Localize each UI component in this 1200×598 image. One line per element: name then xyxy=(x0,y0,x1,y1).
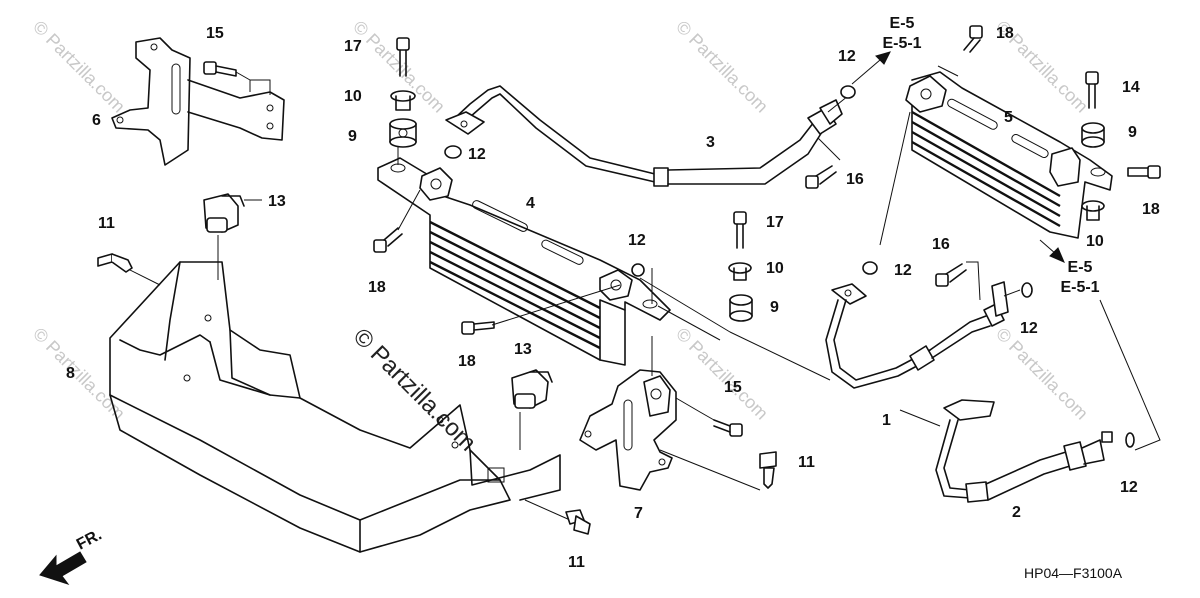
section-ref-right-sub: E-5-1 xyxy=(1060,279,1099,296)
callout-2: 2 xyxy=(1012,504,1021,521)
washer-12-pipe1-right xyxy=(1021,282,1033,298)
callout-18: 18 xyxy=(458,353,476,370)
section-ref-right: E-5 xyxy=(1068,259,1093,276)
leader-lines xyxy=(639,277,1161,451)
bolt-15-top xyxy=(203,61,271,95)
watermark: © Partzilla.com xyxy=(29,17,129,117)
part-6-bracket xyxy=(111,37,285,166)
mount-stack-right xyxy=(1081,71,1105,221)
watermark: © Partzilla.com xyxy=(672,324,772,424)
part-3-oil-pipe xyxy=(445,85,849,187)
washer-12-bottom-right xyxy=(1125,432,1135,448)
part-4-oil-cooler xyxy=(377,145,671,366)
bolt-18-cooler-bottom xyxy=(461,321,495,335)
callout-9: 9 xyxy=(1128,124,1137,141)
callout-11: 11 xyxy=(798,454,815,471)
callout-9: 9 xyxy=(348,128,357,145)
callout-15: 15 xyxy=(206,25,224,42)
callout-layer: 15 6 13 11 8 17 10 9 12 3 4 18 18 13 12 … xyxy=(66,25,1160,571)
ref-arrow-right xyxy=(1039,239,1065,263)
bolt-16-top xyxy=(805,165,837,189)
part-5-oil-cooler xyxy=(879,65,1113,246)
ref-arrow-top xyxy=(851,51,891,85)
bolt-18-cooler-left xyxy=(373,227,403,253)
mount-stack-left xyxy=(389,37,417,148)
watermark-center: © Partzilla.com xyxy=(348,323,481,456)
clip-13-bottom xyxy=(511,369,553,409)
callout-12: 12 xyxy=(1020,320,1038,337)
callout-10: 10 xyxy=(344,88,362,105)
bolt-16-right xyxy=(935,261,981,301)
callout-13: 13 xyxy=(268,193,286,210)
callout-12: 12 xyxy=(468,146,486,163)
callout-1: 1 xyxy=(882,412,891,429)
callout-9: 9 xyxy=(770,299,779,316)
clip-11-left xyxy=(97,253,133,273)
callout-16: 16 xyxy=(932,236,950,253)
clip-13-top xyxy=(203,193,262,233)
watermark: © Partzilla.com xyxy=(992,324,1092,424)
callout-11: 11 xyxy=(568,554,585,571)
part-2-oil-hose xyxy=(935,399,1113,503)
callout-17: 17 xyxy=(766,214,784,231)
clip-11-center xyxy=(759,451,777,489)
callout-15: 15 xyxy=(724,379,742,396)
clip-11-bottom xyxy=(565,509,591,535)
callout-18: 18 xyxy=(1142,201,1160,218)
bolt-18-top-right xyxy=(963,25,983,53)
callout-7: 7 xyxy=(634,505,643,522)
callout-12: 12 xyxy=(838,48,856,65)
callout-11: 11 xyxy=(98,215,115,232)
section-ref-top-sub: E-5-1 xyxy=(882,35,921,52)
callout-14: 14 xyxy=(1122,79,1140,96)
front-label: FR. xyxy=(74,526,105,553)
callout-12: 12 xyxy=(628,232,646,249)
callout-13: 13 xyxy=(514,341,532,358)
washer-12-center xyxy=(631,263,645,277)
callout-18: 18 xyxy=(368,279,386,296)
callout-12: 12 xyxy=(894,262,912,279)
watermark: © Partzilla.com xyxy=(672,17,772,117)
section-ref-top: E-5 xyxy=(890,15,915,32)
washer-12-pipe xyxy=(444,145,462,159)
callout-4: 4 xyxy=(526,195,535,212)
callout-8: 8 xyxy=(66,365,75,382)
drawing-code: HP04—F3100A xyxy=(1024,565,1123,581)
washer-12-pipe1-left xyxy=(862,261,878,275)
front-direction-arrow-icon: FR. xyxy=(39,526,105,585)
callout-17: 17 xyxy=(344,38,362,55)
mount-stack-center xyxy=(728,211,753,322)
part-1-oil-pipe xyxy=(825,281,1021,389)
washer-12-top-right xyxy=(840,85,856,99)
bolt-15-bottom xyxy=(713,419,743,437)
callout-10: 10 xyxy=(1086,233,1104,250)
callout-6: 6 xyxy=(92,112,101,129)
callout-5: 5 xyxy=(1004,109,1013,126)
callout-12: 12 xyxy=(1120,479,1138,496)
callout-3: 3 xyxy=(706,134,715,151)
part-8-guard xyxy=(109,235,571,553)
watermark: © Partzilla.com xyxy=(349,17,449,117)
callout-10: 10 xyxy=(766,260,784,277)
part-7-bracket xyxy=(579,336,761,491)
callout-18: 18 xyxy=(996,25,1014,42)
bolt-18-right xyxy=(1127,165,1161,179)
callout-16: 16 xyxy=(846,171,864,188)
